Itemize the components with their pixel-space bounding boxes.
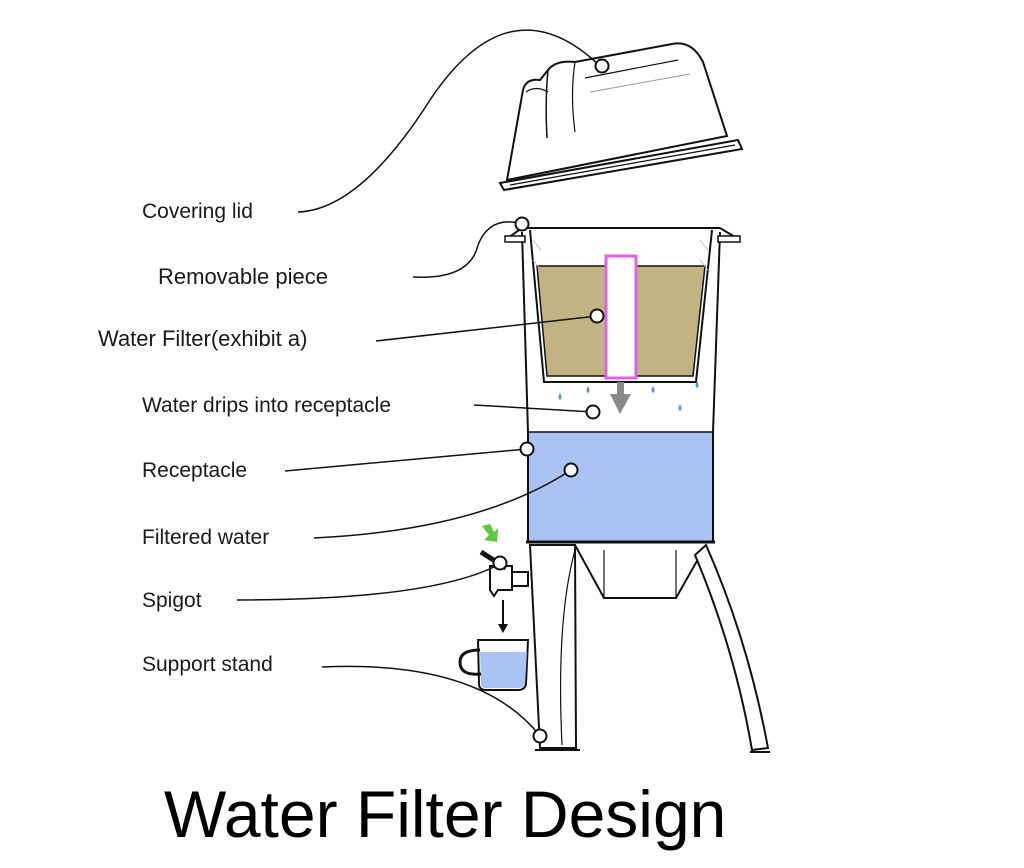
spigot [479, 524, 529, 633]
anchor-water-filter [589, 308, 605, 324]
label-support-stand: Support stand [142, 653, 273, 676]
diagram-title: Water Filter Design [164, 777, 726, 851]
leader-filtered-water [313, 469, 572, 539]
green-down-left-arrow-icon [482, 524, 498, 542]
leader-receptacle [284, 448, 528, 472]
anchor-water-drips [585, 404, 601, 420]
labels: Covering lid Removable piece Water Filte… [98, 200, 391, 676]
removable-piece [529, 229, 713, 383]
anchor-spigot [492, 555, 508, 571]
water-drop-icon [651, 386, 655, 393]
covering-lid [498, 42, 744, 192]
label-water-drips: Water drips into receptacle [142, 394, 391, 417]
leader-water-drips [473, 404, 594, 413]
anchor-support-stand [532, 728, 548, 744]
label-covering-lid: Covering lid [142, 200, 253, 223]
label-spigot: Spigot [142, 589, 202, 612]
water-drop-icon [695, 381, 699, 388]
down-arrow-icon [610, 382, 631, 414]
label-receptacle: Receptacle [142, 459, 247, 482]
leader-removable-piece [412, 221, 523, 278]
label-water-filter: Water Filter(exhibit a) [98, 326, 307, 351]
anchor-removable-piece [514, 216, 530, 232]
support-stand [528, 543, 770, 753]
label-filtered-water: Filtered water [142, 526, 269, 549]
pour-arrow-icon [498, 600, 508, 633]
water-drop-icon [586, 386, 590, 393]
receptacle [504, 227, 741, 544]
leader-lines [236, 29, 601, 737]
anchor-filtered-water [563, 462, 579, 478]
leader-spigot [236, 564, 499, 601]
leader-water-filter [375, 315, 598, 342]
leader-support-stand [321, 665, 541, 737]
anchor-points [492, 58, 610, 744]
water-drop-icon [678, 404, 682, 411]
leader-covering-lid [297, 29, 601, 213]
filter-cartridge [604, 254, 638, 380]
label-removable-piece: Removable piece [158, 264, 328, 289]
filtered-water-fill [528, 432, 713, 542]
cup-icon [458, 639, 530, 691]
anchor-receptacle [519, 441, 535, 457]
water-drop-icon [558, 393, 562, 400]
anchor-covering-lid [594, 58, 610, 74]
